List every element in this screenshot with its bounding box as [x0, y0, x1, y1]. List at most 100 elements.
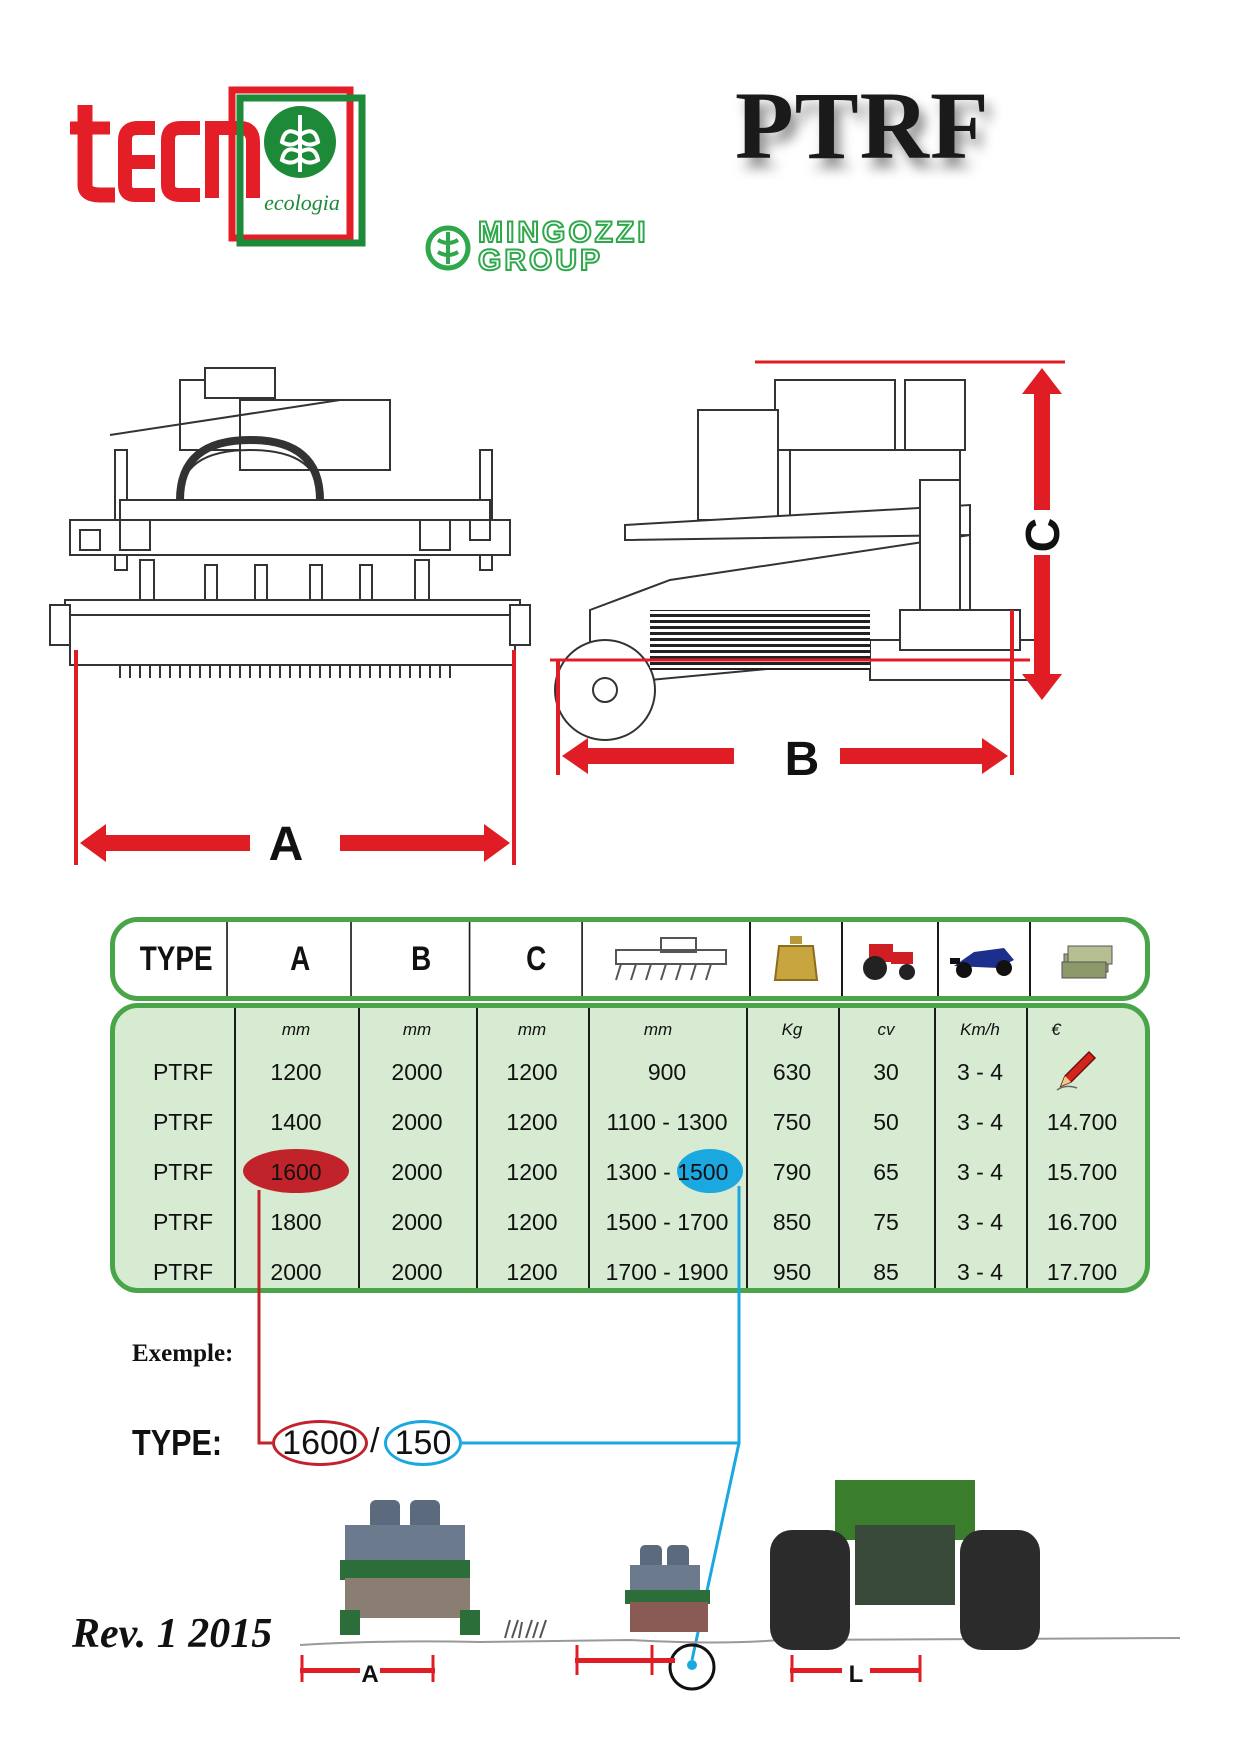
- header-type: TYPE: [126, 922, 228, 996]
- row-2-a: 1400: [270, 1109, 322, 1135]
- header-c: C: [491, 922, 583, 996]
- width-a-indicator: [300, 1655, 435, 1682]
- row-3-speed: 3 - 4: [956, 1159, 1004, 1185]
- unit-weight: Kg: [781, 1020, 803, 1039]
- row-2-speed: 3 - 4: [956, 1109, 1004, 1135]
- row-3-b: 2000: [391, 1159, 443, 1185]
- unit-price: €: [1051, 1020, 1061, 1039]
- narrow-machine-image: [625, 1545, 710, 1632]
- row-4-c: 1200: [506, 1209, 558, 1235]
- row-1-c: 1200: [506, 1059, 558, 1085]
- side-view-drawing: B C: [550, 360, 1070, 786]
- row-5-type: PTRF: [152, 1259, 214, 1285]
- pencil-icon: [1055, 1048, 1099, 1097]
- row-4-a: 1800: [270, 1209, 322, 1235]
- tecn-logo-text: [70, 105, 260, 203]
- tractor-icon: [843, 922, 939, 996]
- column-divider: [358, 1008, 360, 1288]
- row-2-type: PTRF: [152, 1109, 214, 1135]
- highlight-l-oval: [677, 1149, 743, 1193]
- unit-b: mm: [402, 1020, 432, 1039]
- row-2-price: 14.700: [1046, 1109, 1118, 1135]
- unit-speed: Km/h: [960, 1020, 1000, 1039]
- row-3-c: 1200: [506, 1159, 558, 1185]
- race-car-icon: [939, 922, 1031, 996]
- row-3-a: 1600: [270, 1159, 322, 1185]
- product-title: PTRF: [735, 72, 990, 179]
- row-3-type: PTRF: [152, 1159, 214, 1185]
- dimension-a-label: A: [269, 818, 304, 871]
- row-4-price: 16.700: [1046, 1209, 1118, 1235]
- tractor-rear-image: [770, 1480, 1040, 1650]
- column-divider: [588, 1008, 590, 1288]
- row-2-rotor: 1100 - 1300: [606, 1109, 728, 1135]
- width-indicator-narrow: [575, 1645, 675, 1675]
- row-1-a: 1200: [270, 1059, 322, 1085]
- row-4-power: 75: [873, 1209, 899, 1235]
- row-1-type: PTRF: [152, 1059, 214, 1085]
- row-1-rotor: 900: [647, 1059, 687, 1085]
- column-divider: [1026, 1008, 1028, 1288]
- row-4-speed: 3 - 4: [956, 1209, 1004, 1235]
- dimension-a-arrow: [74, 650, 516, 865]
- column-divider: [746, 1008, 748, 1288]
- weight-icon: [751, 922, 843, 996]
- logo-subtext: ecologia: [264, 190, 340, 215]
- group-name-line1: MINGOZZI: [478, 216, 649, 249]
- row-2-weight: 750: [772, 1109, 812, 1135]
- row-4-rotor: 1500 - 1700: [605, 1209, 729, 1235]
- header-a: A: [250, 922, 352, 996]
- row-5-power: 85: [873, 1259, 899, 1285]
- unit-a: mm: [281, 1020, 311, 1039]
- row-2-b: 2000: [391, 1109, 443, 1135]
- row-5-speed: 3 - 4: [956, 1259, 1004, 1285]
- group-name-line2: GROUP: [478, 244, 603, 277]
- unit-c: mm: [517, 1020, 547, 1039]
- column-divider: [934, 1008, 936, 1288]
- row-4-b: 2000: [391, 1209, 443, 1235]
- row-2-power: 50: [873, 1109, 899, 1135]
- row-3-weight: 790: [772, 1159, 812, 1185]
- front-view-drawing: A: [49, 367, 531, 871]
- revision-label: Rev. 1 2015: [72, 1611, 273, 1657]
- row-1-speed: 3 - 4: [956, 1059, 1004, 1085]
- column-divider: [838, 1008, 840, 1288]
- wide-machine-image: [340, 1500, 480, 1635]
- dimension-c-label: C: [1017, 518, 1070, 553]
- row-1-weight: 630: [772, 1059, 812, 1085]
- example-l-value: 150: [384, 1420, 462, 1466]
- logo-green-frame: [236, 94, 366, 247]
- row-4-type: PTRF: [152, 1209, 214, 1235]
- usage-illustration: A L: [300, 1480, 1180, 1688]
- header-b: B: [374, 922, 471, 996]
- logo-red-frame: [228, 86, 354, 242]
- example-type-label: TYPE:: [132, 1422, 223, 1463]
- row-3-power: 65: [873, 1159, 899, 1185]
- row-2-c: 1200: [506, 1109, 558, 1135]
- width-l-indicator: [790, 1655, 922, 1682]
- row-1-power: 30: [873, 1059, 899, 1085]
- illustration-l-label: L: [849, 1661, 864, 1688]
- dimension-b-label: B: [785, 733, 820, 786]
- row-5-price: 17.700: [1046, 1259, 1118, 1285]
- row-5-b: 2000: [391, 1259, 443, 1285]
- row-5-c: 1200: [506, 1259, 558, 1285]
- example-a-value: 1600: [272, 1420, 368, 1466]
- column-divider: [476, 1008, 478, 1288]
- dimension-b-arrow: [550, 610, 1030, 775]
- dimension-c-arrow: [755, 360, 1065, 700]
- row-3-rotor: 1300 - 1500: [605, 1159, 729, 1185]
- example-label: Exemple:: [132, 1340, 234, 1367]
- money-icon: [1031, 922, 1145, 996]
- row-5-a: 2000: [270, 1259, 322, 1285]
- mingozzi-group-logo: MINGOZZI GROUP: [425, 215, 649, 278]
- highlight-a-oval: [243, 1149, 349, 1193]
- row-3-price: 15.700: [1046, 1159, 1118, 1185]
- rotor-icon: [593, 922, 751, 996]
- illustration-a-label: A: [361, 1661, 378, 1688]
- spec-table-body: mm mm mm mm Kg cv Km/h € PTRF 1200 2000 …: [110, 1003, 1150, 1293]
- plants-row-icon: [504, 1619, 1031, 1639]
- example-separator: /: [370, 1422, 380, 1460]
- tecno-ecologia-logo: ecologia MINGOZZI GROUP: [70, 86, 649, 278]
- row-4-weight: 850: [772, 1209, 812, 1235]
